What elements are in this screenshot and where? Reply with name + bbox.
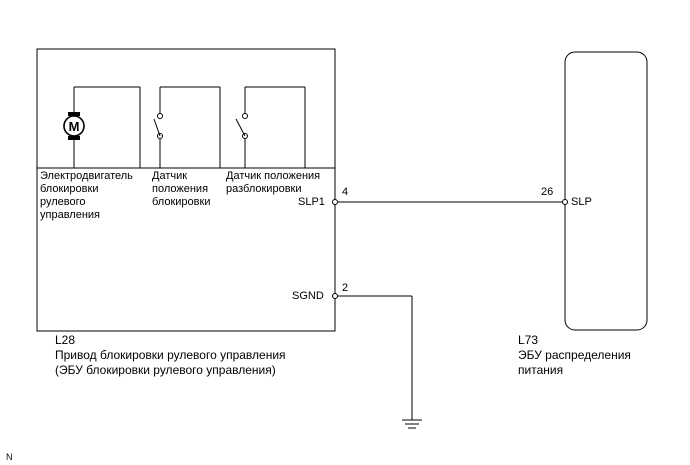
motor-label: Электродвигатель блокировки рулевого упр… xyxy=(40,170,133,221)
slp1-pin-number: 4 xyxy=(342,186,349,198)
sgnd-ground-wire xyxy=(338,295,413,420)
l28-unit-box xyxy=(36,48,336,332)
l73-caption: L73 ЭБУ распределения питания xyxy=(518,333,631,377)
sgnd-terminal xyxy=(332,293,338,299)
slp-pin-number: 26 xyxy=(541,186,554,198)
slp1-terminal-name: SLP1 xyxy=(298,196,325,208)
l28-caption: L28 Привод блокировки рулевого управлени… xyxy=(55,333,286,377)
unlock-sensor-label: Датчик положения разблокировки xyxy=(226,170,321,195)
ground-icon xyxy=(402,419,422,429)
corner-mark: N xyxy=(6,452,13,462)
slp1-terminal xyxy=(332,199,338,205)
lock-sensor-label: Датчик положения блокировки xyxy=(152,170,211,208)
motor-circuit xyxy=(73,86,141,168)
sgnd-pin-number: 2 xyxy=(342,282,349,294)
motor-icon: M xyxy=(63,112,85,140)
slp-terminal xyxy=(562,199,568,205)
unlock-sensor-switch-icon xyxy=(235,86,306,168)
sgnd-terminal-name: SGND xyxy=(292,290,324,302)
l73-unit-box xyxy=(564,51,648,331)
lock-sensor-switch-icon xyxy=(153,86,221,168)
svg-text:M: M xyxy=(69,119,80,134)
slp-terminal-name: SLP xyxy=(571,196,592,208)
